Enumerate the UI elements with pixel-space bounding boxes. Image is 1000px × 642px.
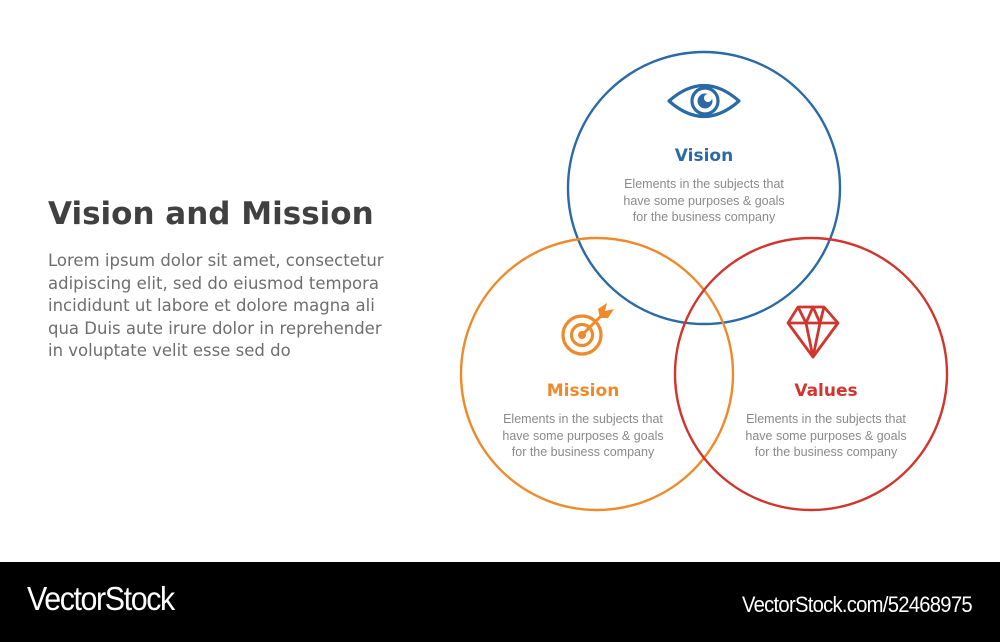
eye-icon [667, 83, 741, 119]
mission-circle [459, 236, 735, 512]
image-reference: VectorStock.com/52468975 [742, 592, 973, 617]
values-label: Values [794, 381, 858, 401]
vision-circle [566, 50, 842, 326]
values-text: Elements in the subjects that have some … [745, 412, 907, 459]
target-icon [561, 303, 614, 356]
watermark-footer: VectorStock VectorStock.com/52468975 [0, 562, 1000, 642]
venn-diagram [459, 50, 949, 512]
diamond-icon [786, 305, 840, 359]
brand-logo: VectorStock [27, 580, 175, 617]
vision-text: Elements in the subjects that have some … [623, 177, 785, 224]
values-circle [673, 236, 949, 512]
mission-label: Mission [546, 381, 620, 401]
vision-label: Vision [674, 146, 734, 166]
page-title: Vision and Mission [48, 196, 374, 232]
page-description: Lorem ipsum dolor sit amet, consectetur … [48, 251, 384, 361]
infographic-canvas: Vision and Mission Lorem ipsum dolor sit… [48, 50, 949, 512]
mission-text: Elements in the subjects that have some … [502, 412, 664, 459]
